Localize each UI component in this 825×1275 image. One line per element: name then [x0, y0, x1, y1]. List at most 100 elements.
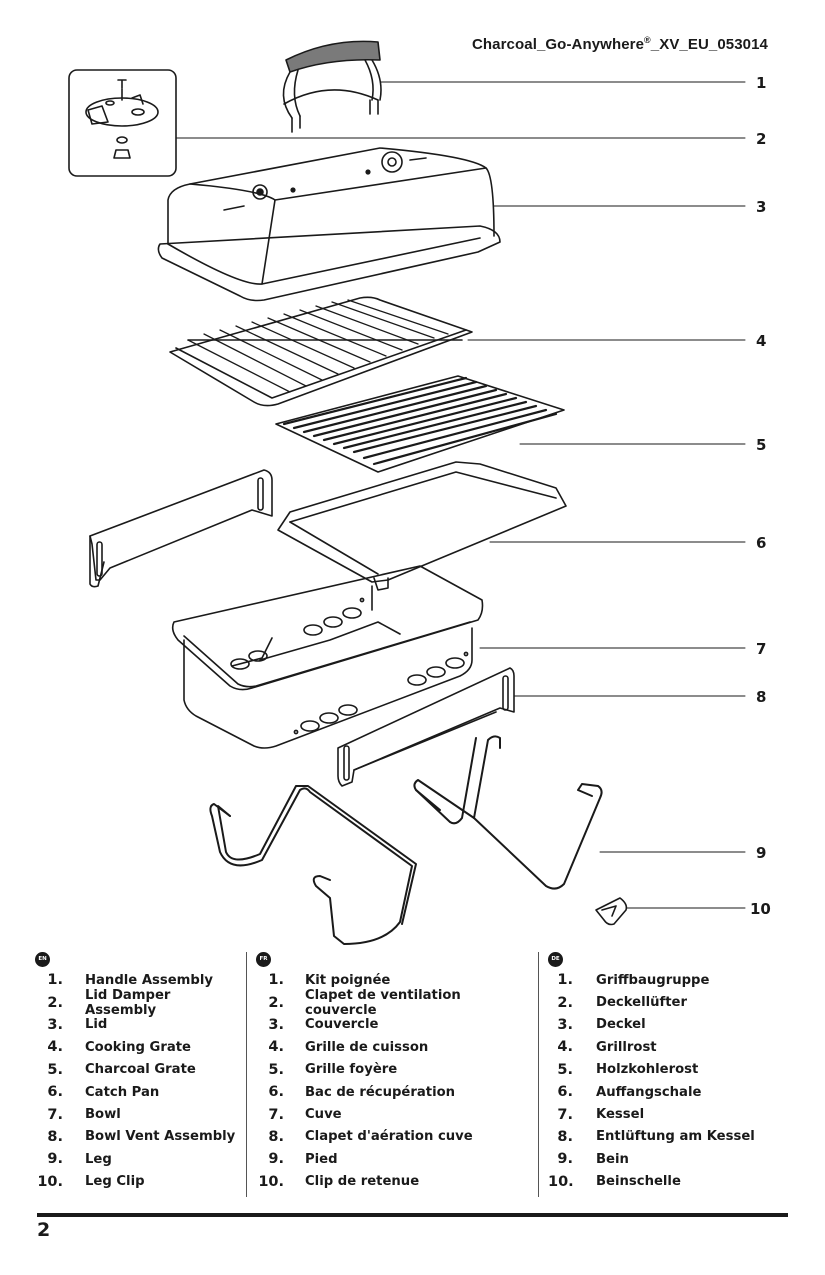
list-item: 2. Clapet de ventilation couvercle [256, 988, 536, 1018]
column-divider [246, 952, 247, 1197]
item-number: 9. [47, 1151, 63, 1168]
callout-7: 7 [756, 640, 766, 658]
item-label: Beinschelle [596, 1174, 681, 1190]
item-label: Auffangschale [596, 1084, 702, 1100]
list-item: 4.Grille de cuisson [256, 1036, 536, 1058]
item-label: Cuve [305, 1107, 342, 1123]
callout-1: 1 [756, 74, 766, 92]
language-badge-de: DE [548, 952, 563, 967]
callout-4: 4 [756, 332, 766, 350]
item-label: Lid Damper Assembly [85, 987, 171, 1018]
charcoal-grate-illustration [275, 375, 565, 473]
item-label: Couvercle [305, 1017, 379, 1033]
legend-column-fr: FR 1.Kit poignée 2. Clapet de ventilation… [256, 952, 536, 1197]
item-number: 10. [548, 1173, 574, 1190]
item-label: Clip de retenue [305, 1174, 420, 1190]
item-number: 5. [557, 1061, 573, 1078]
list-item: 5. Holzkohlerost [548, 1059, 788, 1081]
list-item: 2.Lid Damper Assembly [35, 988, 245, 1018]
item-number: 7. [47, 1106, 63, 1123]
item-number: 8. [47, 1128, 63, 1145]
callout-5: 5 [756, 436, 766, 454]
list-item: 4. Grillrost [548, 1036, 788, 1058]
item-number: 10. [258, 1173, 284, 1190]
item-label: Clapet de ventilation couvercle [305, 987, 461, 1018]
item-label: Grille de cuisson [305, 1039, 429, 1055]
lid-illustration [157, 147, 501, 302]
list-item: 8. Entlüftung am Kessel [548, 1126, 788, 1148]
list-item: 4.Cooking Grate [35, 1036, 245, 1058]
list-item: 7. Kessel [548, 1103, 788, 1125]
item-label: Bowl Vent Assembly [85, 1129, 236, 1145]
item-label: Deckel [596, 1017, 646, 1033]
bowl-vent-bracket-bottom [337, 667, 515, 787]
leader-lines [175, 81, 746, 909]
item-label: Clapet d'aération cuve [305, 1129, 473, 1145]
item-number: 9. [557, 1151, 573, 1168]
item-number: 8. [268, 1128, 284, 1145]
language-badge-fr: FR [256, 952, 271, 967]
item-label: Holzkohlerost [596, 1062, 699, 1078]
item-label: Catch Pan [85, 1084, 160, 1100]
item-number: 7. [557, 1106, 573, 1123]
list-item: 10. Beinschelle [548, 1171, 788, 1193]
list-item: 1.Kit poignée [256, 969, 536, 991]
list-item: 1. Handle Assembly [35, 969, 245, 991]
item-label: Grillrost [596, 1039, 657, 1055]
list-item: 7. Bowl [35, 1103, 245, 1125]
item-label: Pied [305, 1151, 338, 1167]
page-number: 2 [37, 1219, 51, 1241]
item-label: Entlüftung am Kessel [596, 1129, 755, 1145]
item-number: 1. [557, 972, 573, 989]
leg-illustrations [209, 735, 603, 945]
item-label: Bowl [85, 1107, 121, 1123]
footer-rule [37, 1213, 788, 1217]
parts-list-en: 1.Handle Assembly 2.Lid Damper Assembly … [35, 969, 245, 1193]
list-item: 2.Deckellüfter [548, 991, 788, 1013]
handle-assembly-illustration [282, 40, 382, 133]
item-label: Leg Clip [85, 1174, 145, 1190]
list-item: 8. Bowl Vent Assembly [35, 1126, 245, 1148]
column-divider [538, 952, 539, 1197]
item-number: 1. [268, 972, 284, 989]
callout-numbers: 1 2 3 4 5 6 7 8 9 10 [750, 74, 771, 918]
item-number: 3. [557, 1016, 573, 1033]
callout-10: 10 [750, 900, 771, 918]
item-label: Griffbaugruppe [596, 972, 710, 988]
item-label: Bac de récupération [305, 1084, 456, 1100]
callout-2: 2 [756, 130, 766, 148]
list-item: 6.Bac de récupération [256, 1081, 536, 1103]
item-number: 5. [268, 1061, 284, 1078]
item-label: Bein [596, 1151, 629, 1167]
item-label: Kessel [596, 1107, 645, 1123]
item-label: Handle Assembly [85, 972, 213, 988]
title-main: Charcoal_Go-Anywhere [471, 36, 645, 53]
callout-6: 6 [756, 534, 766, 552]
list-item: 9. Bein [548, 1148, 788, 1170]
item-number: 4. [557, 1039, 573, 1056]
parts-legend: EN 1.Handle Assembly 2.Lid Damper Assemb… [0, 952, 825, 1202]
language-badge-en: EN [35, 952, 50, 967]
leg-clip-illustration [595, 897, 628, 926]
bowl-illustration [171, 565, 484, 749]
item-number: 3. [47, 1016, 63, 1033]
lid-damper-inset [68, 69, 177, 177]
list-item: 5.Charcoal Grate [35, 1059, 245, 1081]
list-item: 6.Auffangschale [548, 1081, 788, 1103]
parts-list-de: 1. Griffbaugruppe 2.Deckellüfter 3. Deckel… [548, 969, 788, 1193]
item-number: 9. [268, 1151, 284, 1168]
document-title: Charcoal_Go-Anywhere®_XV_EU_053014 [472, 35, 768, 53]
list-item: 9.Leg [35, 1148, 245, 1170]
list-item: 8. Clapet d'aération cuve [256, 1126, 536, 1148]
item-label: Cooking Grate [85, 1039, 191, 1055]
item-number: 8. [557, 1128, 573, 1145]
item-number: 1. [47, 972, 63, 989]
list-item: 3. Deckel [548, 1014, 788, 1036]
list-item: 3.Couvercle [256, 1014, 536, 1036]
registered-mark: ® [644, 35, 651, 45]
item-number: 2. [268, 994, 284, 1011]
item-number: 7. [268, 1106, 284, 1123]
item-label: Deckellüfter [596, 995, 687, 1011]
item-number: 10. [37, 1173, 63, 1190]
item-label: Grille foyère [305, 1062, 398, 1078]
